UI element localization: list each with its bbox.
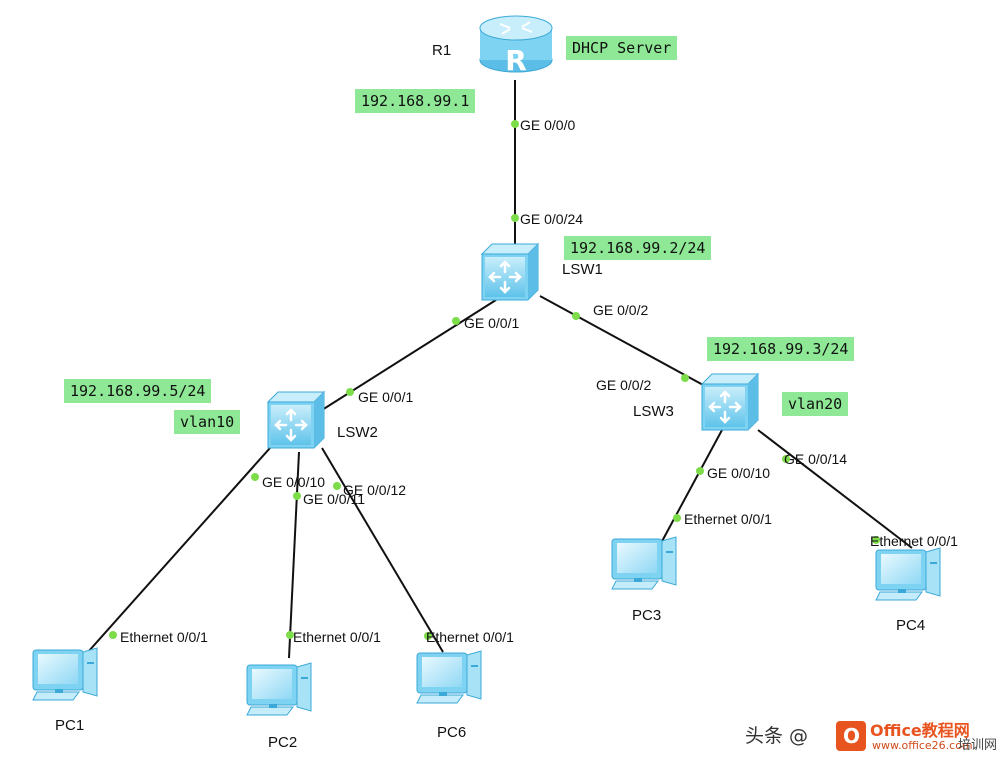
lsw1-ip-tag: 192.168.99.2/24 [564,236,712,260]
port-dot-lsw3-ge0014[interactable] [782,455,790,463]
pc3-label: PC3 [632,607,662,624]
port-label-lsw3-ge0014: GE 0/0/14 [784,451,848,467]
port-label-lsw1-ge001: GE 0/0/1 [464,315,520,331]
port-label-lsw2-ge0010: GE 0/0/10 [262,474,326,490]
link-lsw2-pc2 [288,451,300,659]
link-lsw3-pc3 [659,429,723,546]
watermark-brand: Office教程网 [870,721,970,740]
lsw3-ip-tag: 192.168.99.3/24 [707,337,855,361]
router-glyph: R [505,44,527,77]
link-lsw2-pc1 [87,447,271,653]
pc1-label: PC1 [55,717,85,734]
link-lsw2-pc6 [321,447,444,653]
port-dot-pc2-eth[interactable] [286,631,294,639]
vlan20-tag: vlan20 [782,392,849,416]
lsw2-ip-tag: 192.168.99.5/24 [64,379,212,403]
port-label-pc2-eth: Ethernet 0/0/1 [293,629,381,645]
port-dot-pc4-eth[interactable] [872,536,880,544]
pc6-label: PC6 [437,724,467,741]
lsw3-label: LSW3 [633,403,674,420]
vlan10-tag: vlan10 [174,410,241,434]
port-dot-lsw3-ge0010[interactable] [696,467,704,475]
port-label-lsw2-ge0012: GE 0/0/12 [343,482,407,498]
port-dot-lsw1-ge0024[interactable] [511,214,519,222]
switch-lsw1-icon[interactable] [480,242,540,302]
link-lsw1-lsw3 [539,295,706,387]
port-dot-pc6-eth[interactable] [424,632,432,640]
port-label-pc1-eth: Ethernet 0/0/1 [120,629,208,645]
port-label-pc4-eth: Ethernet 0/0/1 [870,533,958,549]
port-dot-lsw2-ge0012[interactable] [333,482,341,490]
port-dot-lsw1-ge002[interactable] [572,312,580,320]
office-logo-letter: O [843,724,861,748]
port-dot-pc3-eth[interactable] [673,514,681,522]
pc1-icon[interactable] [32,647,98,701]
port-label-pc3-eth: Ethernet 0/0/1 [684,511,772,527]
port-label-lsw3-ge0010: GE 0/0/10 [707,465,771,481]
switch-lsw2-icon[interactable] [266,390,326,450]
port-dot-pc1-eth[interactable] [109,631,117,639]
port-label-lsw3-ge002: GE 0/0/2 [596,377,652,393]
switch-lsw3-icon[interactable] [700,372,760,432]
router-r1-icon[interactable]: R [479,15,553,77]
lsw1-label: LSW1 [562,261,603,278]
r1-label: R1 [432,42,452,59]
port-label-lsw1-ge002: GE 0/0/2 [593,302,649,318]
port-dot-lsw2-ge0010[interactable] [251,473,259,481]
port-label-r1-ge000: GE 0/0/0 [520,117,576,133]
r1-ip-tag: 192.168.99.1 [355,89,476,113]
port-dot-lsw1-ge001[interactable] [452,317,460,325]
port-label-lsw2-ge001: GE 0/0/1 [358,389,414,405]
port-label-lsw1-ge0024: GE 0/0/24 [520,211,584,227]
watermark-prefix: 头条 @ [745,725,809,747]
lsw2-label: LSW2 [337,424,378,441]
pc4-icon[interactable] [875,547,941,601]
watermark-side-text: 培训网 [958,738,998,753]
pc6-icon[interactable] [416,650,482,704]
pc2-icon[interactable] [246,662,312,716]
port-dot-lsw2-ge0011[interactable] [293,492,301,500]
port-dot-lsw2-ge001[interactable] [346,388,354,396]
pc3-icon[interactable] [611,536,677,590]
port-dot-lsw3-ge002[interactable] [681,374,689,382]
port-dot-r1-ge000[interactable] [511,120,519,128]
pc2-label: PC2 [268,734,298,751]
dhcp-server-tag: DHCP Server [566,36,678,60]
pc4-label: PC4 [896,617,926,634]
office-logo-icon [836,721,866,751]
port-label-pc6-eth: Ethernet 0/0/1 [426,629,514,645]
watermark-url: www.office26.com [872,739,973,752]
port-label-lsw2-ge0011: GE 0/0/11 [303,491,366,507]
link-lsw3-pc4 [757,429,913,549]
